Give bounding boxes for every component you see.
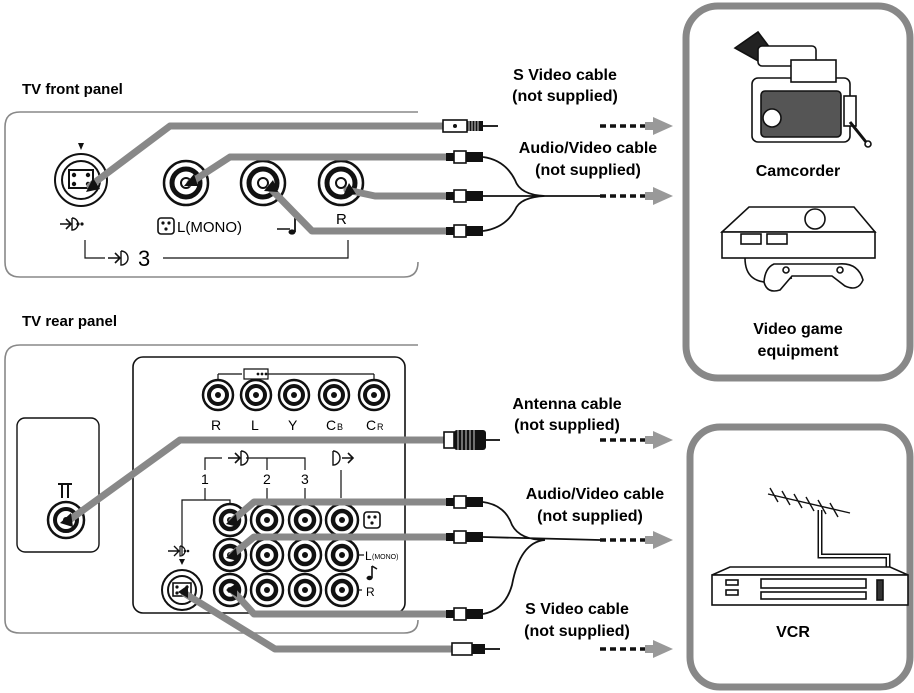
input-number-3: 3 bbox=[301, 471, 309, 487]
rear-audio-l-jack-3 bbox=[287, 537, 323, 573]
jack-label-leads bbox=[358, 554, 364, 591]
rear-music-note-icon bbox=[366, 565, 378, 581]
cable-ends bbox=[60, 174, 356, 598]
front-input-number: 3 bbox=[138, 246, 150, 271]
component-jack-y bbox=[277, 378, 311, 412]
io-bracket bbox=[204, 457, 342, 498]
rear-output-icon bbox=[332, 450, 355, 466]
component-jack-cb bbox=[317, 378, 351, 412]
component-label-y: Y bbox=[288, 417, 298, 433]
component-jack-cr bbox=[357, 378, 391, 412]
s-video-plug-top bbox=[442, 119, 483, 133]
component-label-c: C bbox=[366, 417, 376, 433]
antenna-plug bbox=[443, 430, 486, 450]
vcr-icon bbox=[711, 566, 909, 606]
component-jack-l bbox=[239, 378, 273, 412]
component-label-c: C bbox=[326, 417, 336, 433]
s-video-cable-note-1: (not supplied) bbox=[512, 88, 618, 105]
av-cable-label-1: Audio/Video cable bbox=[519, 140, 658, 157]
antenna-cable-label: Antenna cable bbox=[512, 396, 621, 413]
camcorder-label: Camcorder bbox=[756, 163, 840, 180]
outdoor-antenna-icon bbox=[767, 487, 891, 567]
game-label-line2: equipment bbox=[758, 343, 840, 360]
input-number-1: 1 bbox=[201, 471, 209, 487]
s-video-input-icon bbox=[60, 217, 84, 231]
s-video-cable-note-2: (not supplied) bbox=[524, 623, 630, 640]
input-icon bbox=[108, 250, 129, 266]
rear-l-label: L bbox=[365, 549, 372, 563]
component-jack-r bbox=[201, 378, 235, 412]
component-sub-b: B bbox=[337, 422, 343, 432]
dashed-leads bbox=[600, 124, 645, 651]
rear-video-jack-2 bbox=[249, 502, 285, 538]
component-input-icon bbox=[243, 368, 269, 380]
vcr-label: VCR bbox=[776, 624, 810, 641]
game-label-line1: Video game bbox=[753, 321, 843, 338]
rear-s-video-input-icon bbox=[168, 545, 190, 565]
rear-video-icon bbox=[363, 511, 381, 529]
component-label-l: L bbox=[251, 417, 259, 433]
cable-wiring bbox=[482, 125, 601, 650]
rear-video-jack-3 bbox=[287, 502, 323, 538]
front-video-jack bbox=[162, 159, 210, 207]
video-icon bbox=[157, 217, 175, 235]
rear-panel-outline bbox=[4, 344, 419, 634]
av-plugs-bottom bbox=[446, 495, 483, 621]
antenna-icon bbox=[58, 483, 72, 498]
s-video-cable-label-1: S Video cable bbox=[513, 67, 617, 84]
rear-audio-r-out-jack bbox=[324, 572, 360, 608]
front-bracket bbox=[84, 240, 349, 259]
jack-lead-lines bbox=[181, 488, 306, 555]
camcorder-icon bbox=[733, 30, 872, 148]
rear-video-out-jack bbox=[324, 502, 360, 538]
rear-audio-l-jack-2 bbox=[249, 537, 285, 573]
av-cable-note-2: (not supplied) bbox=[537, 508, 643, 525]
s-video-cable-label-2: S Video cable bbox=[525, 601, 629, 618]
s-video-plug-bottom bbox=[451, 642, 485, 656]
front-l-mono-label: L(MONO) bbox=[177, 219, 242, 236]
front-panel-outline bbox=[4, 111, 419, 278]
av-cable-label-2: Audio/Video cable bbox=[526, 486, 665, 503]
rear-r-label: R bbox=[366, 585, 375, 599]
rear-audio-l-out-jack bbox=[324, 537, 360, 573]
front-r-label: R bbox=[336, 211, 347, 228]
rear-audio-r-jack-3 bbox=[287, 572, 323, 608]
game-console-icon bbox=[719, 206, 877, 292]
component-bracket bbox=[217, 373, 375, 379]
arrow-heads bbox=[645, 117, 673, 658]
rear-input-icon bbox=[228, 450, 249, 466]
rear-panel-title: TV rear panel bbox=[22, 313, 117, 330]
av-plugs-top bbox=[446, 150, 483, 238]
cable-paths bbox=[64, 122, 456, 653]
input-number-2: 2 bbox=[263, 471, 271, 487]
av-cable-note-1: (not supplied) bbox=[535, 162, 641, 179]
vcr-box bbox=[686, 423, 914, 691]
rear-audio-r-jack-2 bbox=[249, 572, 285, 608]
antenna-cable-note: (not supplied) bbox=[514, 417, 620, 434]
rear-mono-label: (MONO) bbox=[372, 554, 398, 561]
front-audio-right-jack bbox=[317, 159, 365, 207]
front-s-video-jack bbox=[54, 143, 108, 207]
component-sub-r: R bbox=[377, 422, 384, 432]
component-label-r: R bbox=[211, 417, 221, 433]
front-panel-title: TV front panel bbox=[22, 81, 123, 98]
